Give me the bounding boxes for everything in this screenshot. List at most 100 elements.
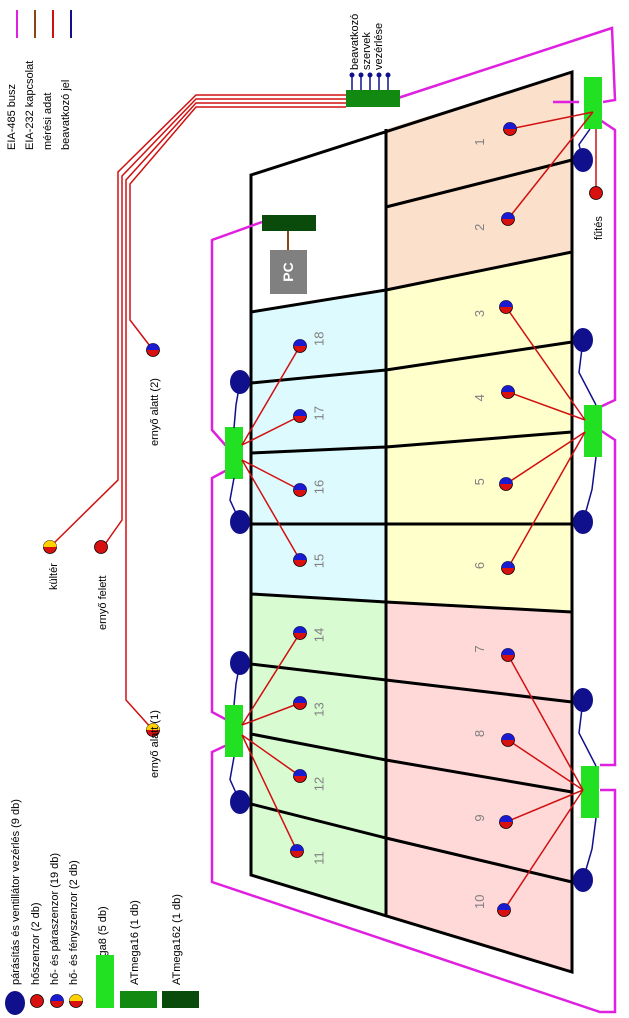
zone-label-4: 4 <box>472 394 487 401</box>
pc-label: PC <box>280 262 296 281</box>
divider-left <box>250 368 387 385</box>
zone-11 <box>251 804 386 915</box>
humidifier-fan-actuator <box>573 148 593 172</box>
legend-top-label: EIA-232 kapcsolat <box>24 61 36 150</box>
zone-label-5: 5 <box>472 478 487 485</box>
measure-cable <box>125 102 346 731</box>
atmega8-box <box>225 427 243 479</box>
temp-humidity-sensor <box>499 300 513 314</box>
atmega8-box <box>225 705 243 757</box>
zone-label-11: 11 <box>312 851 327 865</box>
zone-label-17: 17 <box>312 406 327 420</box>
atmega162-box <box>262 215 316 231</box>
legend-bottom-label: hő- és fényszenzor (2 db) <box>68 860 80 985</box>
pc-box <box>270 250 307 294</box>
zone-7 <box>386 602 572 702</box>
temp-humidity-sensor <box>293 339 307 353</box>
measure-line <box>505 789 584 823</box>
actuator-pin-head <box>385 72 391 78</box>
bus-line <box>210 468 228 722</box>
sensor-top <box>499 815 513 822</box>
divider-left <box>250 288 387 314</box>
measure-line <box>505 431 586 485</box>
sensor-top <box>293 483 307 490</box>
sensor-label-futes: fűtés <box>593 216 605 240</box>
measure-line <box>241 734 298 852</box>
sensor-top <box>146 343 160 350</box>
measure-line <box>241 734 301 777</box>
temp-humidity-sensor <box>293 696 307 710</box>
zone-label-15: 15 <box>312 554 327 568</box>
actuator-label: szervek <box>361 32 373 70</box>
zone-6 <box>386 524 572 612</box>
measure-line <box>241 702 301 726</box>
measure-line <box>509 111 594 130</box>
divider-right <box>385 600 573 614</box>
zone-label-1: 1 <box>472 138 487 145</box>
divider-right <box>385 836 573 884</box>
legend-icon-atmega8 <box>96 955 114 1008</box>
measure-line <box>507 111 594 220</box>
measure-cable <box>49 94 346 548</box>
divider-right <box>385 340 573 372</box>
zone-8 <box>386 680 572 792</box>
atmega8-box <box>584 77 602 129</box>
actuator-label: vezérlése <box>373 23 385 70</box>
zone-label-10: 10 <box>472 895 487 909</box>
temp-sensor <box>94 540 108 554</box>
sensor-top <box>293 769 307 776</box>
sensor-top <box>69 994 83 1001</box>
zone-2 <box>386 160 572 290</box>
atmega8-box <box>581 766 599 818</box>
temp-humidity-sensor <box>501 561 515 575</box>
temp-sensor <box>589 186 603 200</box>
legend-bottom-label: párásítás és ventillátor vezérlés (9 db) <box>10 799 22 985</box>
measure-line <box>241 459 301 491</box>
measure-line <box>241 632 301 726</box>
sensor-top <box>293 696 307 703</box>
humidifier-fan-actuator <box>573 328 593 352</box>
measure-line <box>507 739 584 791</box>
actuator-label: beavatkozó <box>349 14 361 70</box>
zone-15 <box>251 524 386 602</box>
measure-line <box>241 459 301 561</box>
temp-humidity-sensor <box>290 844 304 858</box>
legend-icon-temp-humidity-sensor <box>50 994 64 1008</box>
sensor-top <box>293 553 307 560</box>
temp-light-sensor <box>43 540 57 554</box>
humidifier-fan-actuator <box>230 510 250 534</box>
measure-line <box>507 391 586 421</box>
sensor-top <box>293 339 307 346</box>
zone-5 <box>386 432 572 524</box>
actuator-pin-head <box>367 72 373 78</box>
sensor-top <box>501 385 515 392</box>
temp-humidity-sensor <box>293 409 307 423</box>
sensor-top <box>293 626 307 633</box>
sensor-top <box>503 122 517 129</box>
zone-label-7: 7 <box>472 645 487 652</box>
zone-label-9: 9 <box>472 814 487 821</box>
zone-label-6: 6 <box>472 562 487 569</box>
legend-top-label: EIA-485 busz <box>6 84 18 150</box>
temp-light-sensor <box>146 723 160 737</box>
sensor-top <box>501 733 515 740</box>
atmega8-box <box>584 405 602 457</box>
temp-humidity-sensor <box>501 385 515 399</box>
bus-line <box>210 220 263 448</box>
zone-17 <box>251 370 386 453</box>
divider-left <box>250 445 387 455</box>
legend-icon-temp-light-sensor <box>69 994 83 1008</box>
divider-right <box>385 430 573 449</box>
actuator-pin-head <box>358 72 364 78</box>
temp-humidity-sensor <box>497 903 511 917</box>
atmega16-actuator-box <box>346 90 400 107</box>
zone-label-16: 16 <box>312 480 327 494</box>
zone-label-8: 8 <box>472 730 487 737</box>
temp-humidity-sensor <box>499 815 513 829</box>
zone-label-3: 3 <box>472 310 487 317</box>
sensor-label-ernyo-alatt-2: ernyő alatt (2) <box>149 378 161 446</box>
bus-line <box>210 743 617 1014</box>
legend-top-label: beavatkozó jel <box>60 80 72 150</box>
zone-13 <box>251 664 386 760</box>
